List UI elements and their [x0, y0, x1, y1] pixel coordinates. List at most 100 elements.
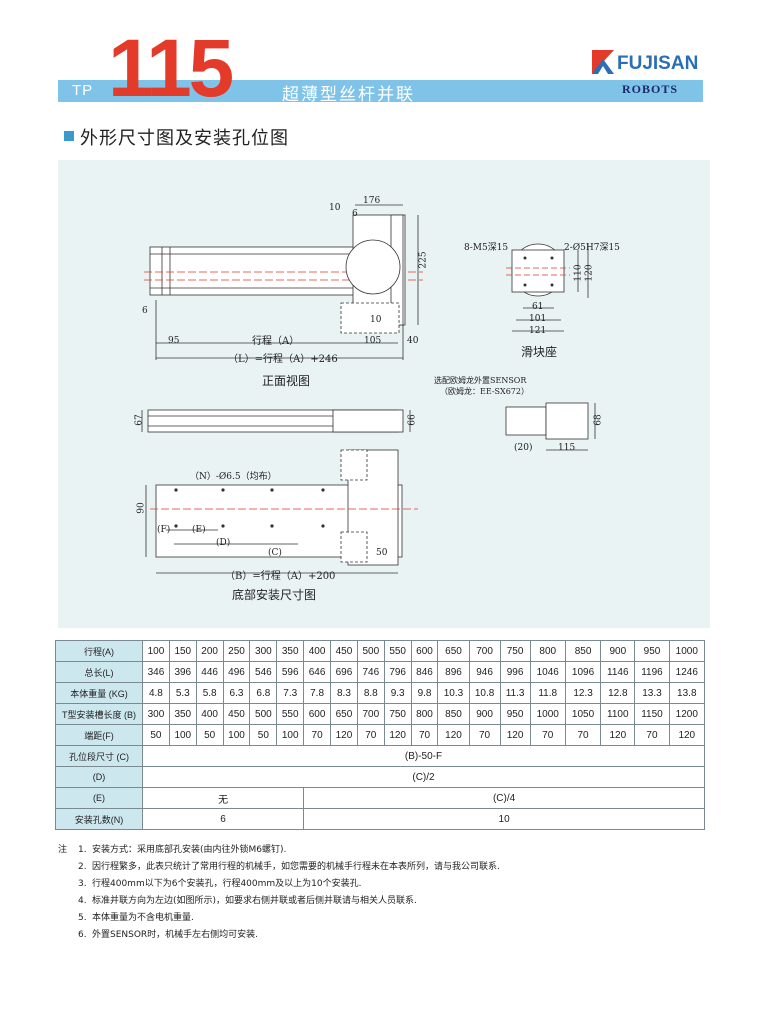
dim-105: 105 [364, 336, 382, 346]
table-cell: 1146 [600, 661, 636, 683]
dim-c: (C) [268, 548, 282, 558]
table-cell: 446 [195, 661, 224, 683]
dim-b: （B）=行程（A）+200 [225, 571, 336, 582]
slider-holes-label: 8-M5深15 [464, 243, 509, 253]
header-cell: 500 [356, 640, 385, 662]
dim-20: (20) [514, 443, 533, 453]
note-number: 2. [78, 862, 87, 872]
table-cell: 546 [249, 661, 278, 683]
dim-10-top: 10 [329, 203, 341, 213]
table-cell: 700 [356, 703, 385, 725]
table-cell: 70 [303, 724, 332, 746]
table-cell: 750 [383, 703, 412, 725]
table-cell: 70 [468, 724, 501, 746]
table-cell: 1100 [600, 703, 636, 725]
header-cell: 450 [330, 640, 358, 662]
table-cell: 7.3 [276, 682, 305, 704]
table-cell: 9.3 [383, 682, 412, 704]
table-cell: 6.8 [249, 682, 278, 704]
table-cell: 10.3 [437, 682, 470, 704]
dim-d: (D) [216, 538, 231, 548]
front-view-caption: 正面视图 [262, 374, 311, 388]
brand-name: FUJISAN [617, 53, 699, 74]
table-cell: 846 [410, 661, 439, 683]
merged-cell-left: 6 [141, 808, 305, 830]
table-cell: 11.8 [529, 682, 566, 704]
dim-90: 90 [136, 502, 147, 514]
table-cell: 596 [276, 661, 305, 683]
note-label [58, 876, 78, 893]
table-cell: 4.8 [142, 682, 170, 704]
technical-drawing [141, 204, 596, 574]
note-item: 6.外置SENSOR时，机械手左右侧均可安装. [58, 927, 500, 944]
table-cell: 13.8 [668, 682, 706, 704]
note-label [58, 893, 78, 910]
dim-total-length: （L）=行程（A）+246 [228, 354, 338, 365]
sensor-note-line2: （欧姆龙：EE-SX672） [440, 387, 529, 396]
table-cell: 346 [142, 661, 170, 683]
header-cell: 300 [249, 640, 278, 662]
table-cell: 896 [437, 661, 470, 683]
table-row: (D)(C)/2 [55, 766, 705, 788]
note-number: 1. [78, 845, 87, 855]
table-cell: 450 [222, 703, 251, 725]
drawing-area: 176 10 6 225 6 95 行程（A） 105 40 10 （L）=行程… [58, 160, 710, 628]
table-cell: 6.3 [222, 682, 251, 704]
dim-176: 176 [363, 196, 381, 206]
table-cell: 70 [634, 724, 670, 746]
dim-stroke: 行程（A） [252, 336, 300, 347]
table-cell: 9.8 [410, 682, 439, 704]
note-text: 外置SENSOR时，机械手左右侧均可安装. [92, 930, 259, 940]
section-title: 外形尺寸图及安装孔位图 [80, 128, 289, 149]
table-cell: 7.8 [303, 682, 332, 704]
note-number: 4. [78, 896, 87, 906]
table-cell: 100 [168, 724, 197, 746]
table-cell: 50 [142, 724, 170, 746]
table-cell: 1246 [668, 661, 706, 683]
sensor-note-line1: 选配欧姆龙外置SENSOR [434, 376, 527, 385]
table-cell: 950 [499, 703, 531, 725]
merged-cell: (B)-50-F [142, 745, 705, 767]
table-cell: 400 [195, 703, 224, 725]
header-cell: 650 [437, 640, 470, 662]
dim-68: 68 [593, 414, 604, 426]
row-header-cell: 端距(F) [55, 724, 143, 746]
note-label [58, 859, 78, 876]
table-cell: 1196 [634, 661, 670, 683]
table-cell: 600 [303, 703, 332, 725]
table-cell: 120 [437, 724, 470, 746]
note-item: 2.因行程繁多，此表只统计了常用行程的机械手，如您需要的机械手行程未在本表所列，… [58, 859, 500, 876]
table-cell: 70 [564, 724, 602, 746]
table-cell: 1200 [668, 703, 706, 725]
dim-67: 67 [134, 414, 145, 426]
table-cell: 120 [668, 724, 706, 746]
note-label [58, 927, 78, 944]
merged-cell: (C)/2 [142, 766, 705, 788]
note-label [58, 910, 78, 927]
table-cell: 550 [276, 703, 305, 725]
table-row: 孔位段尺寸 (C)(B)-50-F [55, 745, 705, 767]
table-cell: 996 [499, 661, 531, 683]
table-cell: 120 [499, 724, 531, 746]
table-cell: 796 [383, 661, 412, 683]
table-cell: 746 [356, 661, 385, 683]
table-cell: 900 [468, 703, 501, 725]
note-number: 3. [78, 879, 87, 889]
dim-101: 101 [529, 314, 547, 324]
note-item: 5.本体重量为不含电机重量. [58, 910, 500, 927]
header-cell: 1000 [668, 640, 706, 662]
row-header-cell: 本体重量 (KG) [55, 682, 143, 704]
table-cell: 8.8 [356, 682, 385, 704]
note-label: 注 [58, 845, 68, 855]
dim-6-left: 6 [142, 306, 148, 316]
table-cell: 120 [330, 724, 358, 746]
row-header-cell: T型安装槽长度 (B) [55, 703, 143, 725]
row-header-cell: 行程(A) [55, 640, 143, 662]
